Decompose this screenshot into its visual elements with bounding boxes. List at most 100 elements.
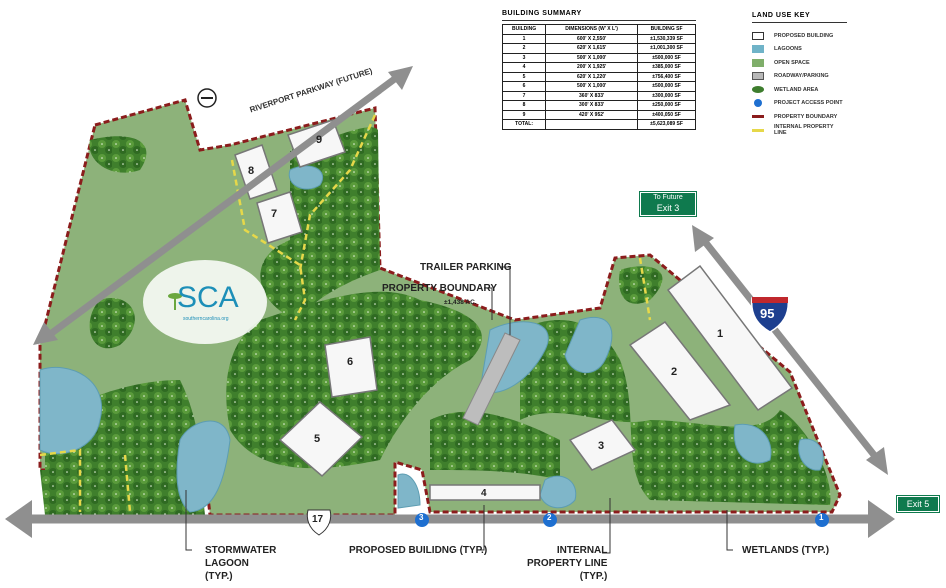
access-point-1	[815, 513, 829, 527]
table-cell: 500' X 1,000'	[545, 52, 639, 63]
building-2	[628, 320, 732, 421]
proposed-building-swatch-icon	[752, 31, 764, 40]
exit-3-sign: To Future Exit 3	[639, 191, 697, 217]
access-point-2	[543, 513, 557, 527]
table-cell: ±500,000 SF	[637, 81, 696, 92]
column-header: BUILDING	[501, 24, 547, 35]
internal-property-line-swatch-icon	[752, 128, 764, 132]
building-6	[324, 336, 378, 398]
total-value: ±5,623,089 SF	[637, 119, 696, 130]
building-7-label: 7	[271, 208, 278, 220]
table-cell: 8	[501, 100, 547, 111]
building-8-label: 8	[248, 165, 255, 177]
key-item-label: PROJECT ACCESS POINT	[774, 100, 843, 107]
highway-arrow-right	[868, 500, 895, 538]
table-cell: 420' X 952'	[545, 109, 639, 120]
key-item: PROJECT ACCESS POINT	[752, 97, 847, 111]
i95-arrow-s	[866, 447, 888, 475]
stormwater-lagoon-label: STORMWATER LAGOON (TYP.)	[205, 545, 277, 582]
riverport-parkway-road	[42, 72, 403, 341]
table-cell: ±1,530,339 SF	[637, 33, 696, 44]
sca-logo-text: SCA	[177, 281, 239, 314]
open-space-swatch-icon	[752, 58, 764, 67]
column-header: DIMENSIONS (W' X L')	[545, 24, 639, 35]
key-item: INTERNAL PROPERTY LINE	[752, 124, 847, 138]
us17-shield	[306, 509, 332, 536]
building-3	[568, 419, 637, 471]
table-cell: 1	[501, 33, 547, 44]
key-item: OPEN SPACE	[752, 56, 847, 70]
table-cell: 200' X 1,925'	[545, 62, 639, 73]
table-cell: ±400,050 SF	[637, 109, 696, 120]
table-cell: ±300,000 SF	[637, 90, 696, 101]
building-summary: BUILDING SUMMARY BUILDING DIMENSIONS (W'…	[501, 10, 696, 130]
project-access-point-swatch-icon	[754, 99, 762, 108]
key-item: WETLAND AREA	[752, 83, 847, 97]
column-header: BUILDING SF	[637, 24, 696, 35]
total-empty	[545, 119, 639, 130]
table-cell: 4	[501, 62, 547, 73]
building-summary-title: BUILDING SUMMARY	[502, 10, 696, 21]
wetlands-label: WETLANDS (TYP.)	[742, 545, 830, 556]
table-cell: ±1,001,300 SF	[637, 43, 696, 54]
roadway-parking-swatch-icon	[752, 72, 764, 81]
table-cell: 500' X 1,000'	[545, 81, 639, 92]
table-cell: 360' X 833'	[545, 90, 639, 101]
building-summary-table: BUILDING DIMENSIONS (W' X L') BUILDING S…	[501, 24, 696, 130]
trailer-parking	[462, 332, 521, 426]
internal-property-line-label: INTERNAL PROPERTY LINE (TYP.)	[527, 545, 608, 582]
key-item-label: LAGOONS	[774, 46, 802, 53]
table-cell: ±385,000 SF	[637, 62, 696, 73]
building-9-label: 9	[316, 134, 323, 146]
table-cell: 2	[501, 43, 547, 54]
highway-arrow-left	[5, 500, 32, 538]
building-1	[666, 264, 794, 412]
table-cell: 620' X 1,615'	[545, 43, 639, 54]
property-boundary-label: PROPERTY BOUNDARY	[382, 283, 498, 294]
key-item-label: PROPOSED BUILDING	[774, 32, 834, 39]
access-point-3-label: 3	[419, 513, 424, 522]
key-item-label: INTERNAL PROPERTY LINE	[774, 124, 834, 137]
leader-lines	[185, 266, 733, 554]
building-7	[256, 191, 303, 244]
key-item-label: ROADWAY/PARKING	[774, 73, 829, 80]
total-row: TOTAL: ±5,623,089 SF	[501, 119, 696, 130]
sca-logo-url: southerncarolina.org	[183, 316, 229, 322]
i95-label: 95	[760, 306, 775, 321]
buildings	[234, 119, 794, 501]
key-item: PROPERTY BOUNDARY	[752, 110, 847, 124]
lagoons-swatch-icon	[752, 45, 764, 54]
i95-arrow-n	[692, 225, 714, 252]
building-5	[278, 400, 364, 478]
building-3-label: 3	[598, 440, 605, 452]
exit-5-sign: Exit 5	[896, 495, 940, 513]
key-item-label: OPEN SPACE	[774, 59, 810, 66]
building-4	[429, 484, 541, 501]
table-cell: ±250,000 SF	[637, 100, 696, 111]
table-cell: 5	[501, 71, 547, 82]
key-item: PROPOSED BUILDING	[752, 29, 847, 43]
sca-logo-glow	[143, 260, 267, 344]
building-5-label: 5	[314, 433, 321, 445]
wetland-area-swatch-icon	[752, 86, 764, 94]
table-cell: ±756,400 SF	[637, 71, 696, 82]
table-cell: 9	[501, 109, 547, 120]
table-cell: 620' X 1,220'	[545, 71, 639, 82]
key-item-label: WETLAND AREA	[774, 86, 819, 93]
proposed-building-label: PROPOSED BUILIDNG (TYP.)	[349, 545, 488, 556]
property-boundary-swatch-icon	[752, 115, 764, 119]
table-cell: 300' X 833'	[545, 100, 639, 111]
north-arrow-icon	[197, 88, 217, 108]
us17-label: 17	[312, 514, 324, 525]
table-cell: 3	[501, 52, 547, 63]
